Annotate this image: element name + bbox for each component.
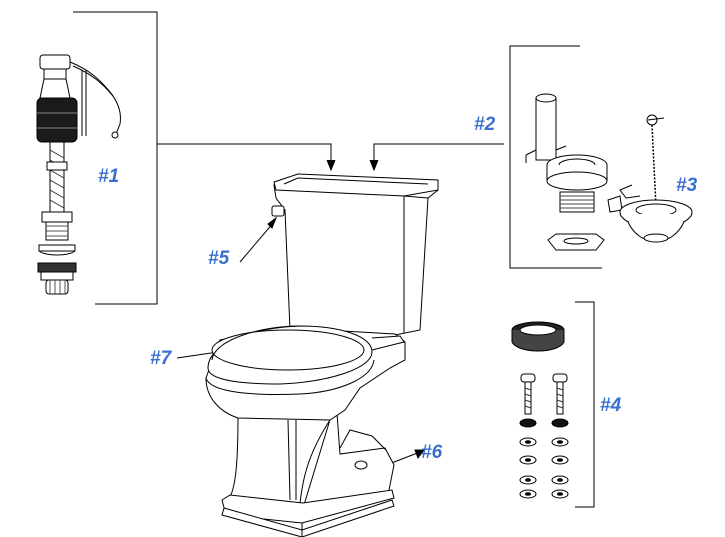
fill-valve-bracket bbox=[73, 11, 158, 305]
flush-valve-bracket bbox=[509, 45, 602, 269]
label-bolt-caps: #6 bbox=[421, 442, 443, 463]
bolt-kit-bracket bbox=[575, 301, 595, 508]
flapper-drawing bbox=[607, 114, 693, 243]
flush-valve-drawing bbox=[525, 93, 608, 251]
label-flush-valve: #2 bbox=[474, 114, 496, 135]
toilet-drawing bbox=[205, 173, 439, 537]
leader-lines bbox=[157, 143, 504, 465]
label-trip-lever: #5 bbox=[208, 248, 230, 269]
bolt-kit-drawing bbox=[511, 321, 569, 499]
fill-valve-drawing bbox=[36, 54, 121, 295]
label-bolt-kit: #4 bbox=[600, 395, 622, 416]
label-toilet-seat: #7 bbox=[150, 348, 173, 369]
label-fill-valve: #1 bbox=[98, 166, 119, 187]
label-flapper: #3 bbox=[676, 175, 698, 196]
